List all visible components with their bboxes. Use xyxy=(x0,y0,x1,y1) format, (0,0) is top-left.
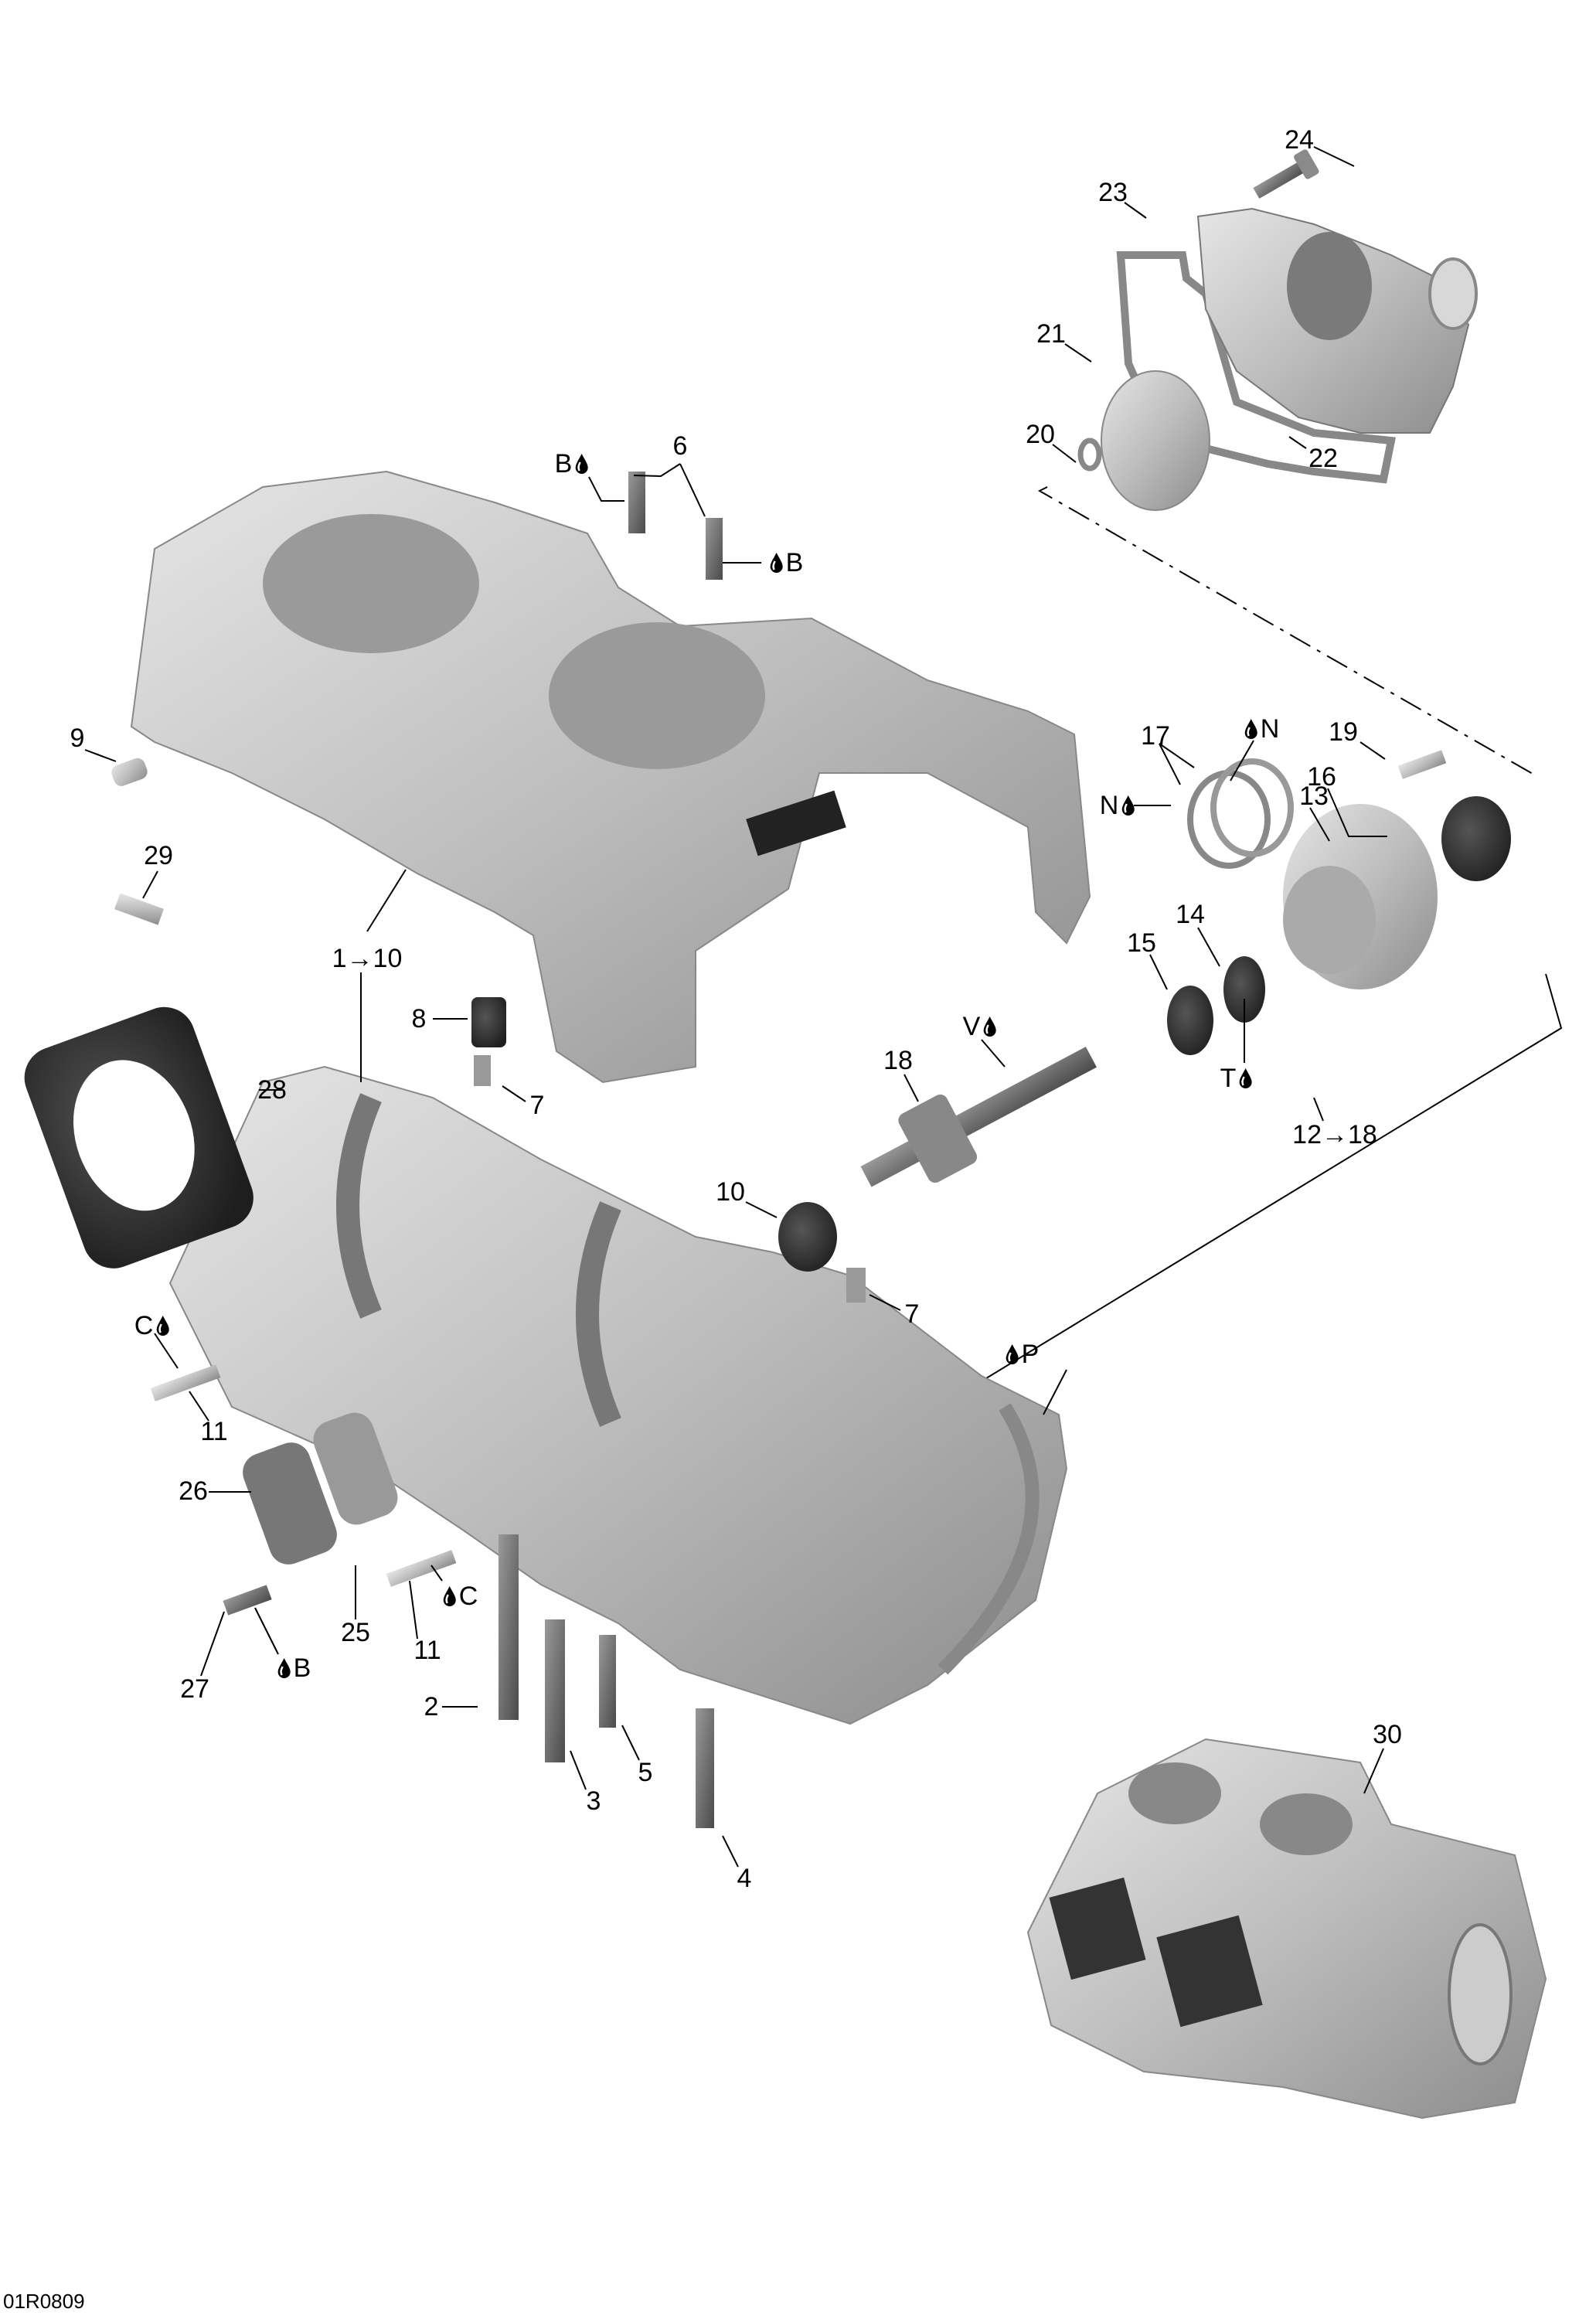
group-bracket-12-18-dashed xyxy=(1037,486,1539,778)
bearing-10 xyxy=(778,1202,837,1272)
bolt-27 xyxy=(223,1585,272,1616)
seal-28 xyxy=(24,1006,254,1268)
callout-11: 11 xyxy=(413,1636,441,1665)
callout-7: 7 xyxy=(529,1091,545,1120)
stud-11b xyxy=(386,1550,457,1587)
oil-drop-icon xyxy=(1239,1068,1252,1088)
callout-20: 20 xyxy=(1026,420,1055,449)
leader-lines xyxy=(84,146,1387,1868)
lubricant-marker-n: N xyxy=(1244,716,1279,742)
callout-21: 21 xyxy=(1036,319,1066,349)
callout-27: 27 xyxy=(180,1674,209,1704)
lubricant-marker-v: V xyxy=(963,1013,998,1040)
callout-19: 19 xyxy=(1329,717,1358,747)
callout-24: 24 xyxy=(1285,125,1314,155)
bolt-6a xyxy=(628,472,645,533)
seal-8 xyxy=(471,997,506,1047)
lubricant-marker-c: C xyxy=(134,1313,171,1339)
upper-crankcase xyxy=(130,470,1091,1084)
callout-8: 8 xyxy=(411,1004,427,1034)
lubricant-marker-c: C xyxy=(442,1583,478,1609)
oil-drop-icon xyxy=(1006,1344,1019,1364)
callout-26: 26 xyxy=(179,1476,208,1506)
callout-13: 13 xyxy=(1299,782,1329,811)
impeller xyxy=(1101,370,1210,511)
bolt-24 xyxy=(1253,149,1319,199)
callout-11: 11 xyxy=(200,1417,228,1446)
bolt-4 xyxy=(696,1708,714,1828)
lower-crankcase xyxy=(168,1065,1068,1725)
oil-drop-icon xyxy=(1244,719,1257,739)
figure-id: 01R0809 xyxy=(3,2290,85,2313)
callout-17: 17 xyxy=(1141,721,1170,751)
lubricant-marker-t: T xyxy=(1220,1065,1254,1091)
oil-drop-icon xyxy=(156,1316,169,1336)
bearing-15 xyxy=(1167,986,1213,1055)
bolt-5 xyxy=(599,1635,616,1728)
callout-29: 29 xyxy=(144,841,173,870)
callout-16: 16 xyxy=(1307,762,1336,792)
callout-1-10: 1→10 xyxy=(332,944,403,973)
oil-drop-icon xyxy=(1121,795,1135,816)
stud-11a xyxy=(150,1364,221,1401)
callout-25: 25 xyxy=(341,1618,370,1647)
lubricant-marker-n: N xyxy=(1100,792,1136,819)
bolt-6b xyxy=(706,518,723,580)
plug-9 xyxy=(111,758,148,786)
small-parts xyxy=(111,472,1511,1828)
dowel-7a xyxy=(474,1055,491,1086)
callout-30: 30 xyxy=(1373,1720,1402,1749)
water-pump-group xyxy=(1077,149,1478,511)
callout-3: 3 xyxy=(586,1786,601,1816)
gasket-25 xyxy=(313,1412,398,1525)
callout-10: 10 xyxy=(716,1177,745,1207)
callout-18: 18 xyxy=(883,1046,913,1075)
engine-assembly-30 xyxy=(1026,1738,1547,2120)
lubricant-marker-b: B xyxy=(555,451,590,477)
callout-14: 14 xyxy=(1176,900,1205,929)
callout-15: 15 xyxy=(1127,928,1156,958)
seal-14 xyxy=(1223,956,1265,1023)
bolt-19 xyxy=(1397,750,1447,779)
lubricant-marker-b: B xyxy=(277,1655,311,1681)
washer-20 xyxy=(1077,438,1102,472)
callout-12-18: 12→18 xyxy=(1292,1120,1377,1149)
bolt-3 xyxy=(545,1619,565,1762)
callout-28: 28 xyxy=(257,1075,287,1105)
callout-7: 7 xyxy=(904,1299,920,1329)
lubricant-marker-b: B xyxy=(769,550,803,576)
callout-22: 22 xyxy=(1308,444,1338,473)
oil-drop-icon xyxy=(770,553,783,573)
o-ring-17b xyxy=(1210,758,1294,857)
seal-16 xyxy=(1441,796,1511,881)
callout-9: 9 xyxy=(70,724,85,753)
callout-5: 5 xyxy=(638,1758,653,1787)
cover-26 xyxy=(243,1442,337,1565)
oil-drop-icon xyxy=(575,454,588,474)
callout-6: 6 xyxy=(672,431,688,461)
oil-drop-icon xyxy=(983,1016,996,1037)
oil-drop-icon xyxy=(277,1658,291,1678)
lubricant-marker-p: P xyxy=(1005,1341,1039,1367)
callout-23: 23 xyxy=(1098,178,1128,207)
callout-2: 2 xyxy=(424,1692,439,1721)
bolt-29 xyxy=(114,893,164,925)
dowel-7b xyxy=(846,1268,866,1303)
oil-drop-icon xyxy=(443,1586,456,1606)
shaft-18 xyxy=(860,1047,1097,1187)
callout-4: 4 xyxy=(737,1864,752,1893)
bolt-2 xyxy=(499,1534,519,1720)
